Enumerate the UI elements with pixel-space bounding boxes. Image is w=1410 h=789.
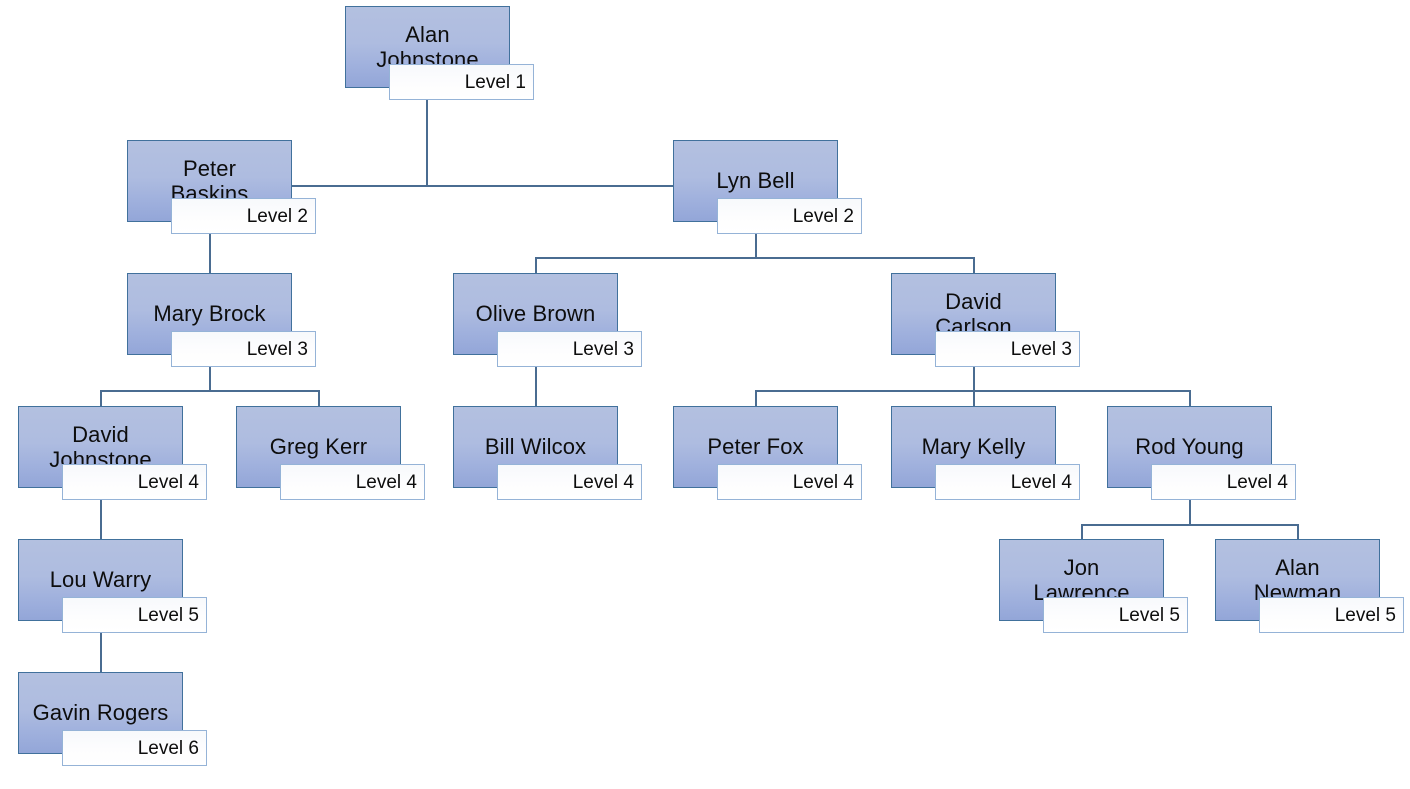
org-node-name: Greg Kerr bbox=[269, 434, 368, 460]
connector-mary-brock-bus bbox=[100, 390, 320, 392]
connector-bus-to-david-carlson bbox=[973, 257, 975, 282]
org-node-level-label: Level 4 bbox=[572, 471, 634, 493]
org-node-name: Gavin Rogers bbox=[32, 700, 169, 726]
connector-peter-baskins-to-mary-brock bbox=[209, 229, 211, 282]
org-node-level-tag: Level 3 bbox=[497, 331, 642, 367]
connector-bus-to-jon-lawrence bbox=[1081, 524, 1083, 548]
org-node-level-label: Level 3 bbox=[1010, 338, 1072, 360]
org-node-name: Mary Brock bbox=[153, 301, 266, 327]
org-node-level-label: Level 3 bbox=[246, 338, 308, 360]
org-node-level-tag: Level 3 bbox=[171, 331, 316, 367]
connector-david-carlson-down bbox=[973, 362, 975, 391]
org-node-level-label: Level 5 bbox=[1118, 604, 1180, 626]
org-node-name: Lyn Bell bbox=[716, 168, 795, 194]
org-node-name: Bill Wilcox bbox=[484, 434, 587, 460]
org-node-level-tag: Level 6 bbox=[62, 730, 207, 766]
org-node-level-tag: Level 4 bbox=[280, 464, 425, 500]
connector-bus-to-alan-newman bbox=[1297, 524, 1299, 548]
org-node-level-tag: Level 2 bbox=[171, 198, 316, 234]
org-node-level-tag: Level 5 bbox=[1043, 597, 1188, 633]
org-node-name: Mary Kelly bbox=[921, 434, 1026, 460]
org-node-level-label: Level 4 bbox=[792, 471, 854, 493]
org-node-level-label: Level 4 bbox=[355, 471, 417, 493]
org-node-name: Olive Brown bbox=[475, 301, 596, 327]
connector-david-johnstone-to-lou-warry bbox=[100, 496, 102, 548]
org-node-level-tag: Level 4 bbox=[1151, 464, 1296, 500]
org-node-level-label: Level 4 bbox=[137, 471, 199, 493]
org-node-level-label: Level 6 bbox=[137, 737, 199, 759]
connector-bus-to-greg-kerr bbox=[318, 390, 320, 416]
connector-bus-to-olive-brown bbox=[535, 257, 537, 282]
org-node-level-tag: Level 2 bbox=[717, 198, 862, 234]
connector-level2-bus bbox=[292, 185, 674, 187]
connector-bus-to-rod-young bbox=[1189, 390, 1191, 416]
org-node-level-tag: Level 4 bbox=[497, 464, 642, 500]
connector-lou-warry-to-gavin-rogers bbox=[100, 629, 102, 681]
org-node-name: Rod Young bbox=[1135, 434, 1244, 460]
connector-bus-to-peter-fox bbox=[755, 390, 757, 416]
connector-bus-to-mary-kelly bbox=[973, 390, 975, 416]
org-node-level-tag: Level 3 bbox=[935, 331, 1080, 367]
org-node-level-label: Level 4 bbox=[1226, 471, 1288, 493]
org-node-level-tag: Level 4 bbox=[935, 464, 1080, 500]
org-node-level-label: Level 5 bbox=[137, 604, 199, 626]
org-node-name: Peter Fox bbox=[707, 434, 804, 460]
org-node-level-label: Level 4 bbox=[1010, 471, 1072, 493]
connector-mary-brock-down bbox=[209, 362, 211, 391]
org-node-level-label: Level 1 bbox=[464, 71, 526, 93]
connector-alan-johnstone-down bbox=[426, 96, 428, 186]
connector-lyn-bell-down bbox=[755, 229, 757, 258]
connector-bus-to-david-johnstone bbox=[100, 390, 102, 416]
org-node-level-tag: Level 1 bbox=[389, 64, 534, 100]
connector-rod-young-down bbox=[1189, 496, 1191, 525]
org-node-level-tag: Level 5 bbox=[62, 597, 207, 633]
org-node-level-label: Level 2 bbox=[792, 205, 854, 227]
connector-rod-young-bus bbox=[1081, 524, 1299, 526]
org-node-level-label: Level 3 bbox=[572, 338, 634, 360]
org-node-level-label: Level 5 bbox=[1334, 604, 1396, 626]
connector-lyn-bell-bus bbox=[535, 257, 975, 259]
org-node-name: Lou Warry bbox=[49, 567, 152, 593]
org-node-level-tag: Level 4 bbox=[62, 464, 207, 500]
connector-olive-brown-to-bill-wilcox bbox=[535, 362, 537, 416]
org-node-level-label: Level 2 bbox=[246, 205, 308, 227]
org-node-level-tag: Level 4 bbox=[717, 464, 862, 500]
org-node-level-tag: Level 5 bbox=[1259, 597, 1404, 633]
